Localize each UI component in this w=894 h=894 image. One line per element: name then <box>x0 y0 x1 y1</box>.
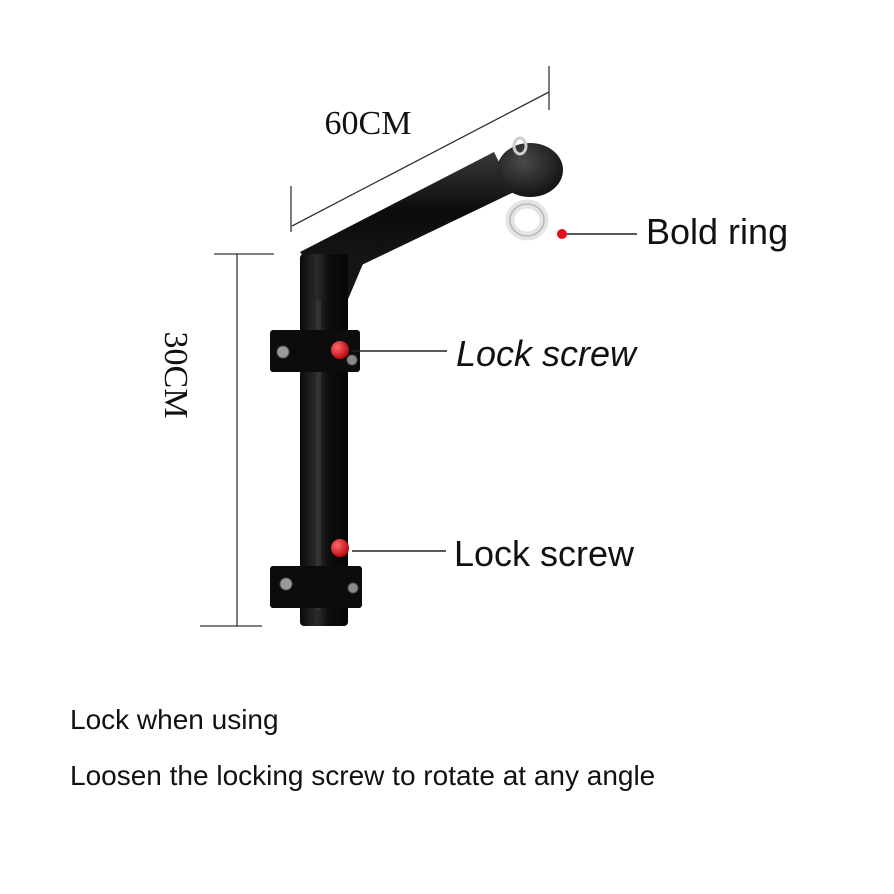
height-dimension: 30CM <box>157 253 274 627</box>
bracket-arm <box>300 152 514 284</box>
top-left-bolt <box>276 345 290 359</box>
lock-screw-bottom-label: Lock screw <box>454 533 635 574</box>
height-dimension-label: 30CM <box>157 332 194 419</box>
top-right-bolt <box>346 354 358 366</box>
bottom-left-bolt <box>279 577 293 591</box>
lock-screw-bottom <box>331 539 349 557</box>
width-dimension: 60CM <box>290 66 550 232</box>
width-dimension-line <box>291 91 550 227</box>
ring-hanger <box>512 136 528 156</box>
callout-dot-ring <box>557 229 567 239</box>
ring-eye-shadow <box>509 203 545 237</box>
callout-lock-screw-top: Lock screw <box>352 333 638 374</box>
callout-lock-screw-bottom: Lock screw <box>352 533 635 574</box>
arm-end-cap <box>497 143 563 197</box>
top-mount-plate <box>270 330 360 372</box>
bottom-mount-plate <box>270 566 362 608</box>
width-dimension-label: 60CM <box>325 105 412 142</box>
caption-loosen-screw: Loosen the locking screw to rotate at an… <box>70 760 656 791</box>
bottom-right-bolt <box>347 582 359 594</box>
bold-ring <box>505 136 549 241</box>
lock-screw-top <box>331 341 349 359</box>
lock-screw-top-label: Lock screw <box>456 333 638 374</box>
bold-ring-label: Bold ring <box>646 211 788 252</box>
bracket <box>270 143 563 626</box>
callout-bold-ring: Bold ring <box>557 211 788 252</box>
bracket-post-highlight <box>316 300 321 610</box>
caption-lock-when-using: Lock when using <box>70 704 279 735</box>
